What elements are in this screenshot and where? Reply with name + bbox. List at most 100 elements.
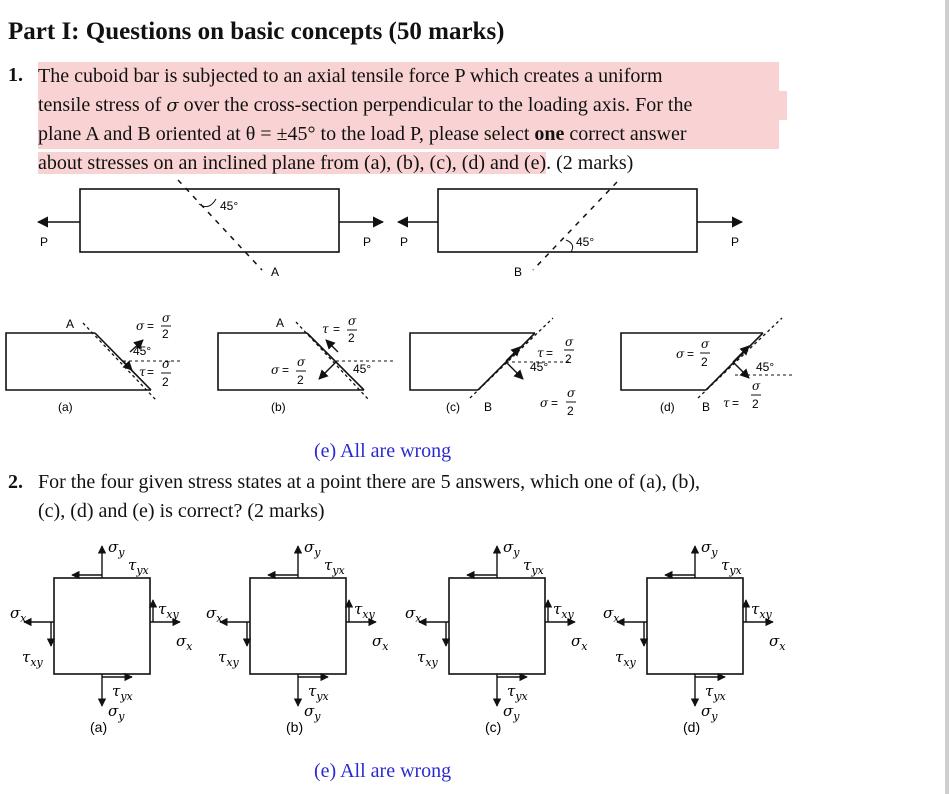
option-c-sigma-num-2: σ — [567, 386, 576, 400]
tau-yx-label-bottom: τyx — [507, 682, 529, 703]
option-c-angle-label: 45° — [530, 360, 548, 374]
page-title: Part I: Questions on basic concepts (50 … — [8, 18, 505, 45]
option-c-eq2: = — [551, 396, 558, 410]
option-d-half: 2 — [701, 355, 708, 369]
option-d-half-2: 2 — [752, 397, 759, 411]
sigma-y-label-bottom: σy — [108, 702, 125, 723]
angle-arc-a — [198, 198, 217, 208]
tau-yx-label-top: τyx — [523, 556, 545, 577]
option-a-eq1: = — [147, 319, 154, 333]
sigma-y-label-top: σy — [304, 538, 321, 559]
option-b-sigma-num: σ — [348, 314, 357, 328]
sigma-x-label-right: σx — [571, 632, 588, 653]
option-d-sigma-num-2: σ — [752, 379, 761, 393]
tau-xy-label-right: τxy — [158, 600, 180, 621]
load-label-left-b: P — [400, 235, 408, 249]
option-c-half-2: 2 — [567, 404, 574, 418]
option-c-figure: (c) B 45° τ = σ 2 σ = σ 2 — [409, 317, 576, 418]
option-label-4: (d) — [683, 719, 700, 735]
sigma-x-label-left: σx — [603, 604, 620, 625]
option-b-half-2: 2 — [297, 373, 304, 387]
sigma-y-label-top: σy — [701, 538, 718, 559]
tau-xy-label-right: τxy — [354, 600, 376, 621]
option-d-sigma: σ — [676, 347, 685, 361]
option-b-plane-label: A — [276, 316, 284, 330]
tau-yx-label-top: τyx — [128, 556, 150, 577]
q1-line4-a: about stresses on an inclined plane from… — [38, 152, 547, 174]
tau-xy-label-left: τxy — [22, 648, 44, 669]
q1-line1-text: The cuboid bar is subjected to an axial … — [38, 65, 663, 87]
option-d-angle-label: 45° — [756, 360, 774, 374]
sigma-y-label-bottom: σy — [304, 702, 321, 723]
sigma-x-label-right: σx — [372, 632, 389, 653]
sigma-x-label-right: σx — [769, 632, 786, 653]
option-c-sigma: σ — [540, 396, 549, 410]
option-b-half: 2 — [348, 331, 355, 345]
option-c-eq1: = — [546, 346, 553, 360]
option-d-figure: (d) B 45° σ = σ 2 τ = σ 2 — [620, 317, 795, 414]
sigma-x-label-left: σx — [10, 604, 27, 625]
tau-xy-label-left: τxy — [615, 648, 637, 669]
bar-a — [79, 188, 340, 253]
stress-square — [448, 577, 546, 675]
load-label-right-b: P — [731, 235, 739, 249]
sigma-x-label-right: σx — [176, 632, 193, 653]
option-b-tau: τ — [322, 322, 329, 336]
option-d-eq2: = — [732, 396, 739, 410]
option-label-2: (b) — [286, 719, 303, 735]
option-c-label: (c) — [446, 400, 460, 414]
option-c-plane-label: B — [484, 400, 492, 414]
option-a-figure: A 45° σ = σ 2 τ = σ 2 (a) — [5, 311, 180, 414]
option-a-eq2: = — [147, 365, 154, 379]
option-b-eq2: = — [282, 363, 289, 377]
tau-yx-label-top: τyx — [721, 556, 743, 577]
question-2-line-1: For the four given stress states at a po… — [38, 471, 701, 493]
question-2-line-2: (c), (d) and (e) is correct? (2 marks) — [38, 500, 325, 522]
option-b-figure: A 45° τ = σ 2 σ = σ 2 (b) — [217, 314, 395, 414]
sigma-symbol: σ — [166, 95, 179, 116]
question-1-line-4: about stresses on an inclined plane from… — [38, 149, 633, 178]
tau-yx-label-bottom: τyx — [112, 682, 134, 703]
question-1-line-2: tensile stress of σ over the cross-secti… — [38, 91, 787, 120]
angle-arc-b — [565, 239, 574, 253]
option-a-half: 2 — [162, 327, 169, 341]
q1-line2-a: tensile stress of — [38, 94, 167, 116]
option-b-label: (b) — [271, 400, 286, 414]
question-1-line-3: plane A and B oriented at θ = ±45° to th… — [38, 120, 779, 149]
question-2-number: 2. — [8, 471, 23, 493]
option-a-sigma-num-2: σ — [162, 357, 171, 371]
q1-line3-b: correct answer — [564, 123, 687, 145]
plane-b-line — [532, 181, 618, 271]
sigma-y-label-top: σy — [503, 538, 520, 559]
tau-yx-label-top: τyx — [324, 556, 346, 577]
option-b-sigma-num-2: σ — [297, 355, 306, 369]
tau-xy-label-right: τxy — [553, 600, 575, 621]
option-d-plane-label: B — [702, 400, 710, 414]
option-label-3: (c) — [485, 719, 501, 735]
sigma-y-label-bottom: σy — [701, 702, 718, 723]
option-a-angle-label: 45° — [133, 344, 151, 358]
question-1-number: 1. — [8, 64, 23, 86]
q1-line2-b: over the cross-section perpendicular to … — [178, 94, 693, 116]
option-d-eq1: = — [687, 347, 694, 361]
sigma-y-label-bottom: σy — [503, 702, 520, 723]
question-1-line-1: The cuboid bar is subjected to an axial … — [38, 62, 779, 91]
angle-label-b: 45° — [576, 235, 594, 249]
option-label-1: (a) — [90, 719, 107, 735]
q1-line4-b: . (2 marks) — [546, 152, 634, 174]
plane-a-line — [177, 179, 263, 271]
question-1-option-e: (e) All are wrong — [314, 440, 452, 462]
tau-yx-label-bottom: τyx — [308, 682, 330, 703]
option-b-eq1: = — [333, 322, 340, 336]
option-c-tau: τ — [537, 346, 544, 360]
option-a-sigma: σ — [136, 319, 145, 333]
bar-b — [437, 188, 698, 253]
load-label-right: P — [363, 235, 371, 249]
option-c-half: 2 — [565, 352, 572, 366]
